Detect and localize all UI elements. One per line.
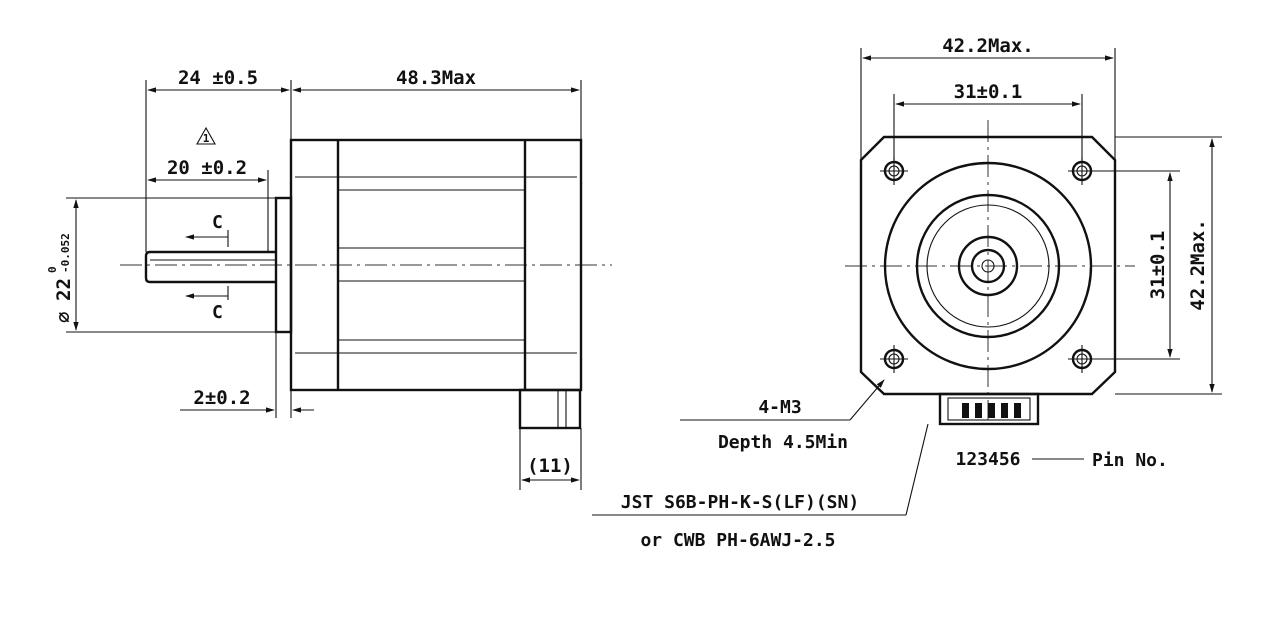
hole-spacing-v-text: 31±0.1	[1147, 231, 1169, 300]
motor-shaft	[144, 250, 276, 284]
revision-number: 1	[203, 132, 210, 145]
pin-numbers-text: 123456	[955, 449, 1020, 470]
dim-boss-diameter: ⌀ 22 0 -0.052	[46, 197, 276, 333]
connector-part-text: JST S6B-PH-K-S(LF)(SN)	[621, 492, 859, 513]
dim-overall-width: 42.2Max.	[860, 35, 1116, 160]
side-connector	[518, 388, 582, 430]
shaft-length-text: 24 ±0.5	[178, 67, 258, 89]
front-connector	[938, 392, 1040, 426]
revision-mark: 1	[196, 126, 216, 145]
motor-boss	[274, 196, 293, 334]
leader-mount-holes: 4-M3 Depth 4.5Min	[680, 379, 885, 453]
shaft-collar	[957, 235, 1019, 297]
connector-alt-text: or CWB PH-6AWJ-2.5	[640, 530, 835, 551]
front-view: 42.2Max. 31±0.1 31±0.1 42.2Max. 4-M	[592, 35, 1222, 551]
shaft-end	[970, 248, 1006, 284]
overall-width-text: 42.2Max.	[942, 35, 1034, 57]
mount-hole-bl	[880, 345, 908, 373]
mount-hole-tr	[1068, 157, 1096, 185]
dim-hole-spacing-h: 31±0.1	[893, 81, 1083, 160]
boss-length-text: 2±0.2	[193, 387, 250, 409]
bearing-ring-outer	[883, 161, 1093, 371]
leader-connector-part: JST S6B-PH-K-S(LF)(SN) or CWB PH-6AWJ-2.…	[592, 423, 929, 551]
front-flange	[859, 135, 1117, 396]
dim-connector-length: (11)	[519, 428, 582, 490]
pin-label-text: Pin No.	[1092, 450, 1168, 471]
bearing-ring-mid	[915, 193, 1061, 339]
hole-depth-text: Depth 4.5Min	[718, 432, 848, 453]
hole-spacing-h-text: 31±0.1	[954, 81, 1023, 103]
body-length-text: 48.3Max	[396, 67, 476, 89]
tolerance-lower: -0.052	[59, 233, 72, 273]
tolerance-upper: 0	[46, 266, 59, 273]
mount-hole-br	[1068, 345, 1096, 373]
section-marker-top: C	[185, 212, 229, 247]
dim-hole-spacing-v: 31±0.1	[1092, 170, 1180, 360]
diameter-value: 22	[53, 278, 75, 301]
flat-length-text: 20 ±0.2	[167, 157, 247, 179]
side-view: 24 ±0.5 48.3Max 1 20 ±0.2 C C	[46, 67, 612, 490]
overall-height-text: 42.2Max.	[1187, 219, 1209, 311]
dim-flat-length: 20 ±0.2	[147, 157, 269, 252]
section-marker-bottom: C	[185, 286, 229, 323]
dim-overall-height: 42.2Max.	[1115, 136, 1222, 395]
bearing-ring-inner	[926, 204, 1050, 328]
shaft-core	[981, 259, 995, 273]
dim-body-length: 48.3Max	[292, 67, 582, 140]
pin-numbering: 123456 Pin No.	[955, 449, 1167, 471]
mount-holes-text: 4-M3	[758, 397, 801, 418]
dim-boss-length: 2±0.2	[180, 332, 314, 418]
dim-shaft-length: 24 ±0.5	[145, 67, 292, 252]
diameter-symbol: ⌀	[53, 312, 75, 323]
section-label-top: C	[212, 212, 223, 233]
connector-length-text: (11)	[527, 455, 573, 477]
mount-hole-tl	[880, 157, 908, 185]
section-label-bottom: C	[212, 302, 223, 323]
